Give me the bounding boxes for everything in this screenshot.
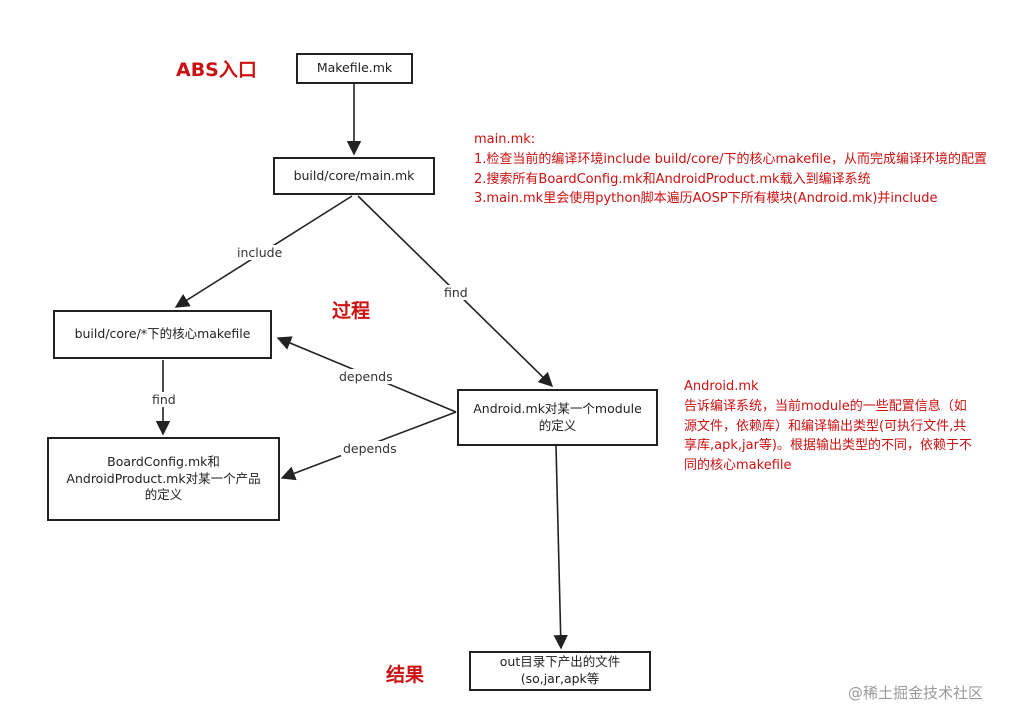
box-out-dir-label: out目录下产出的文件 (so,jar,apk等 xyxy=(499,654,621,686)
box-android-mk-label: Android.mk对某一个module 的定义 xyxy=(473,400,642,433)
heading-abs-entry: ABS入口 xyxy=(176,59,257,81)
edge-label-depends-core: depends xyxy=(337,369,395,384)
box-out-dir: out目录下产出的文件 (so,jar,apk等 xyxy=(469,651,651,691)
edge-label-include: include xyxy=(235,245,285,260)
edge-label-depends-board: depends xyxy=(341,441,399,456)
box-main-mk-label: build/core/main.mk xyxy=(293,167,415,183)
box-core-makefile: build/core/*下的核心makefile xyxy=(53,310,272,359)
edge-label-find-core: find xyxy=(150,392,178,407)
heading-process: 过程 xyxy=(332,300,371,322)
note-android-mk: Android.mk 告诉编译系统，当前module的一些配置信息（如源文件，依… xyxy=(684,379,973,473)
edge-label-find-main: find xyxy=(442,285,470,300)
box-android-mk: Android.mk对某一个module 的定义 xyxy=(457,389,658,446)
box-makefile: Makefile.mk xyxy=(296,53,413,84)
arrow-module-to-out xyxy=(553,445,568,650)
watermark-text: @稀土掘金技术社区 xyxy=(848,684,984,702)
note-main-mk: main.mk: 1.检查当前的编译环境include build/core/下… xyxy=(474,132,988,207)
heading-result: 结果 xyxy=(386,664,425,686)
box-core-makefile-label: build/core/*下的核心makefile xyxy=(74,326,251,342)
box-main-mk: build/core/main.mk xyxy=(273,157,435,195)
box-makefile-label: Makefile.mk xyxy=(316,60,393,76)
box-boardconfig-label: BoardConfig.mk和 AndroidProduct.mk对某一个产品 … xyxy=(66,453,261,503)
box-boardconfig: BoardConfig.mk和 AndroidProduct.mk对某一个产品 … xyxy=(47,437,280,521)
